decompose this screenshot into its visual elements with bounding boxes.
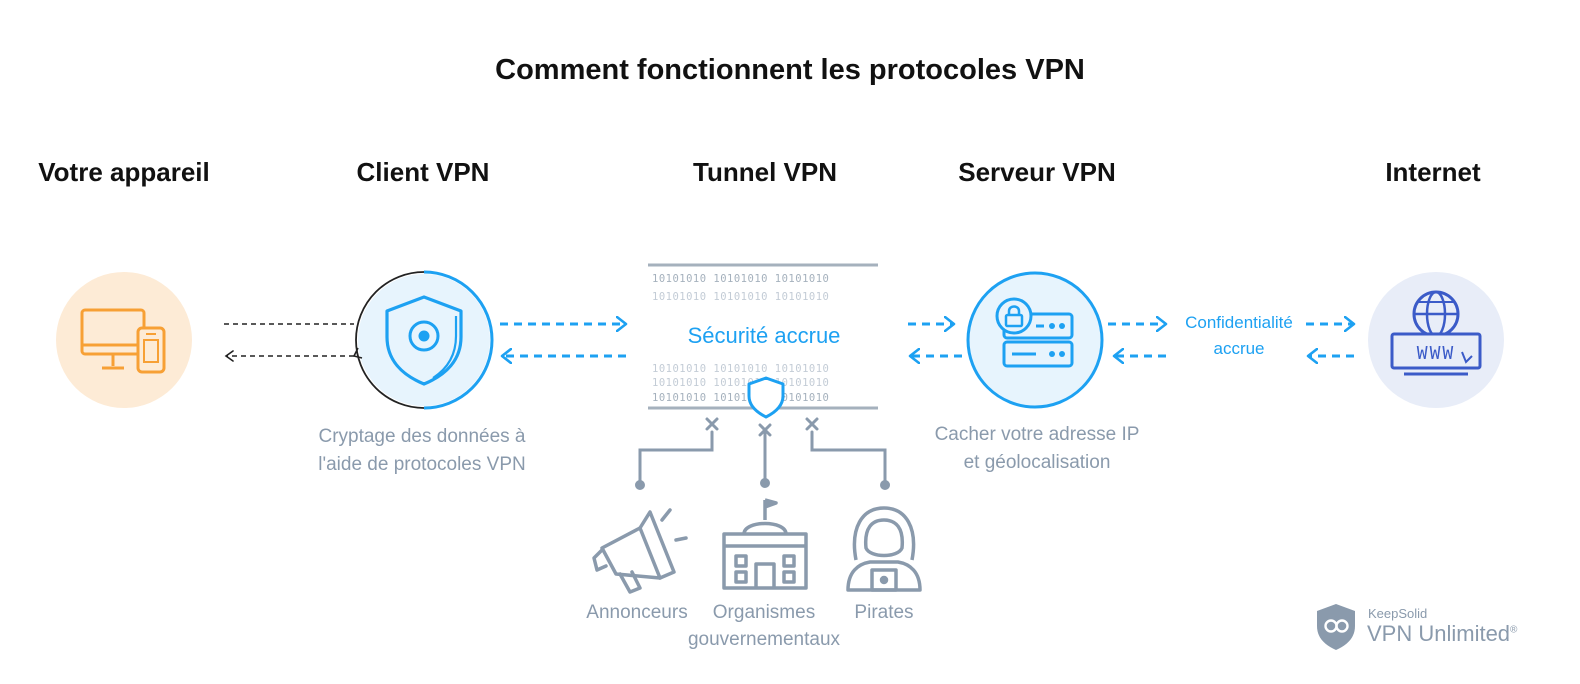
threat-label-government: Organismes gouvernementaux [674,599,854,653]
brand-product: VPN Unlimited® [1367,621,1517,647]
globe-www-icon: WWW [1368,272,1504,408]
column-title-internet: Internet [1385,157,1481,187]
government-building-icon [722,498,808,590]
brand-company: KeepSolid [1368,606,1428,621]
keepsolid-logo-icon [1317,604,1355,650]
brand-product-name: VPN Unlimited [1367,621,1511,646]
brand-registered-mark: ® [1510,624,1518,636]
threat-connectors [635,417,890,490]
devices-icon [56,272,192,408]
column-title-server: Serveur VPN [958,157,1116,187]
privacy-caption: Confidentialité accrue [1164,310,1314,362]
shield-icon [747,376,785,419]
tunnel-bits-row: 10101010 10101010 10101010 [652,363,829,375]
server-caption: Cacher votre adresse IP et géolocalisati… [887,421,1187,477]
column-title-tunnel: Tunnel VPN [693,157,837,187]
threat-label-advertisers: Annonceurs [586,602,688,623]
hacker-icon [846,506,922,592]
column-title-client: Client VPN [356,157,490,187]
privacy-caption-line: accrue [1213,339,1265,358]
column-title-device: Votre appareil [38,157,210,187]
server-caption-line: et géolocalisation [963,452,1111,473]
tunnel-bits-row: 10101010 10101010 10101010 [652,377,829,389]
tunnel-label: Sécurité accrue [687,323,841,348]
svg-text:WWW: WWW [1417,343,1456,364]
threat-label-line: Organismes [712,602,816,623]
tunnel-bits-row: 10101010 10101010 10101010 [652,273,829,285]
threat-label-hackers: Pirates [854,602,914,623]
megaphone-icon [592,508,688,594]
client-caption: Cryptage des données à l'aide de protoco… [272,423,572,479]
tunnel-bits-row: 10101010 10101010 10101010 [652,291,829,303]
diagram-title: Comment fonctionnent les protocoles VPN [495,54,1085,86]
threat-label-line: gouvernementaux [687,629,841,650]
server-caption-line: Cacher votre adresse IP [934,424,1140,445]
tunnel-bits-row: 10101010 10101010 10101010 [652,392,829,404]
shield-eye-icon [352,270,494,410]
tunnel-graphic: 10101010 10101010 10101010 10101010 1010… [648,263,878,419]
client-caption-line: Cryptage des données à [318,426,526,447]
client-caption-line: l'aide de protocoles VPN [318,454,526,475]
server-lock-icon [966,271,1104,409]
privacy-caption-line: Confidentialité [1185,313,1293,332]
